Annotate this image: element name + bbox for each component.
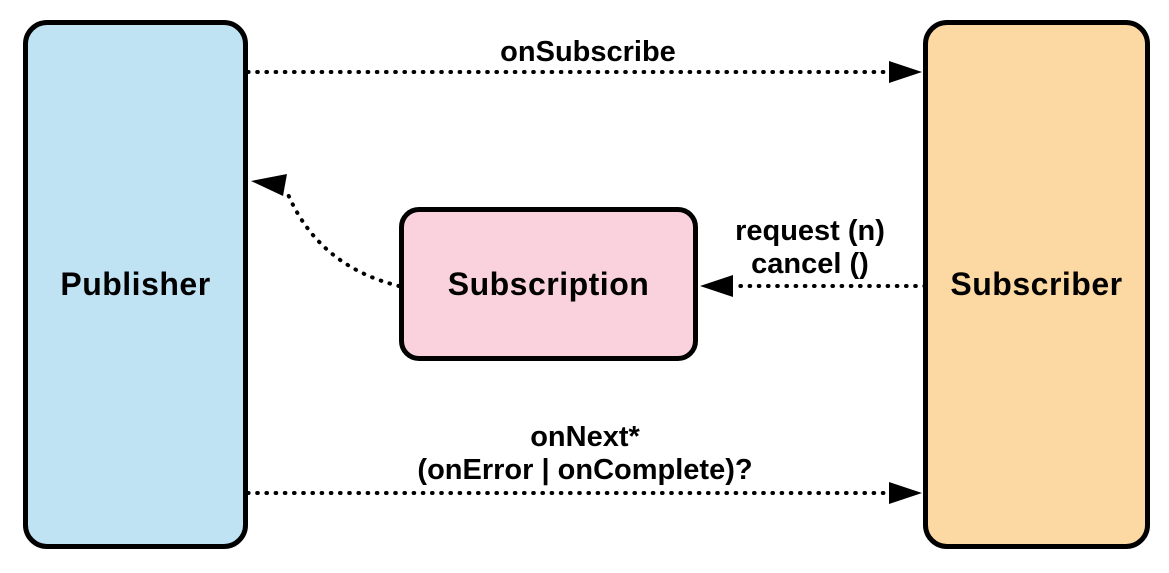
subscription-label: Subscription (447, 265, 650, 302)
subscription-to-publisher-line (285, 190, 401, 288)
cancel-label-line2: cancel () (751, 248, 869, 280)
on-subscribe-arrow (246, 61, 922, 83)
publisher-label: Publisher (60, 266, 211, 302)
arrowhead-left-icon (700, 275, 733, 297)
request-cancel-label: request (n) cancel () (735, 215, 885, 281)
publisher-node: Publisher (23, 20, 248, 549)
on-next-label: onNext* (onError | onComplete)? (417, 421, 752, 487)
subscription-to-publisher-arrow (251, 174, 401, 288)
arrowhead-right-icon (889, 61, 922, 83)
arrowhead-left-up-icon (251, 174, 287, 196)
on-next-arrow (246, 482, 922, 504)
subscriber-label: Subscriber (950, 266, 1123, 302)
subscription-node: Subscription (399, 207, 698, 361)
request-cancel-arrow (700, 275, 927, 297)
arrowhead-right-icon (889, 482, 922, 504)
on-subscribe-label-text: onSubscribe (500, 36, 676, 68)
on-next-label-line1: onNext* (530, 421, 640, 453)
request-label-line1: request (n) (735, 215, 885, 247)
subscriber-node: Subscriber (923, 20, 1150, 549)
on-subscribe-label: onSubscribe (500, 36, 676, 69)
on-next-label-line2: (onError | onComplete)? (417, 454, 753, 486)
